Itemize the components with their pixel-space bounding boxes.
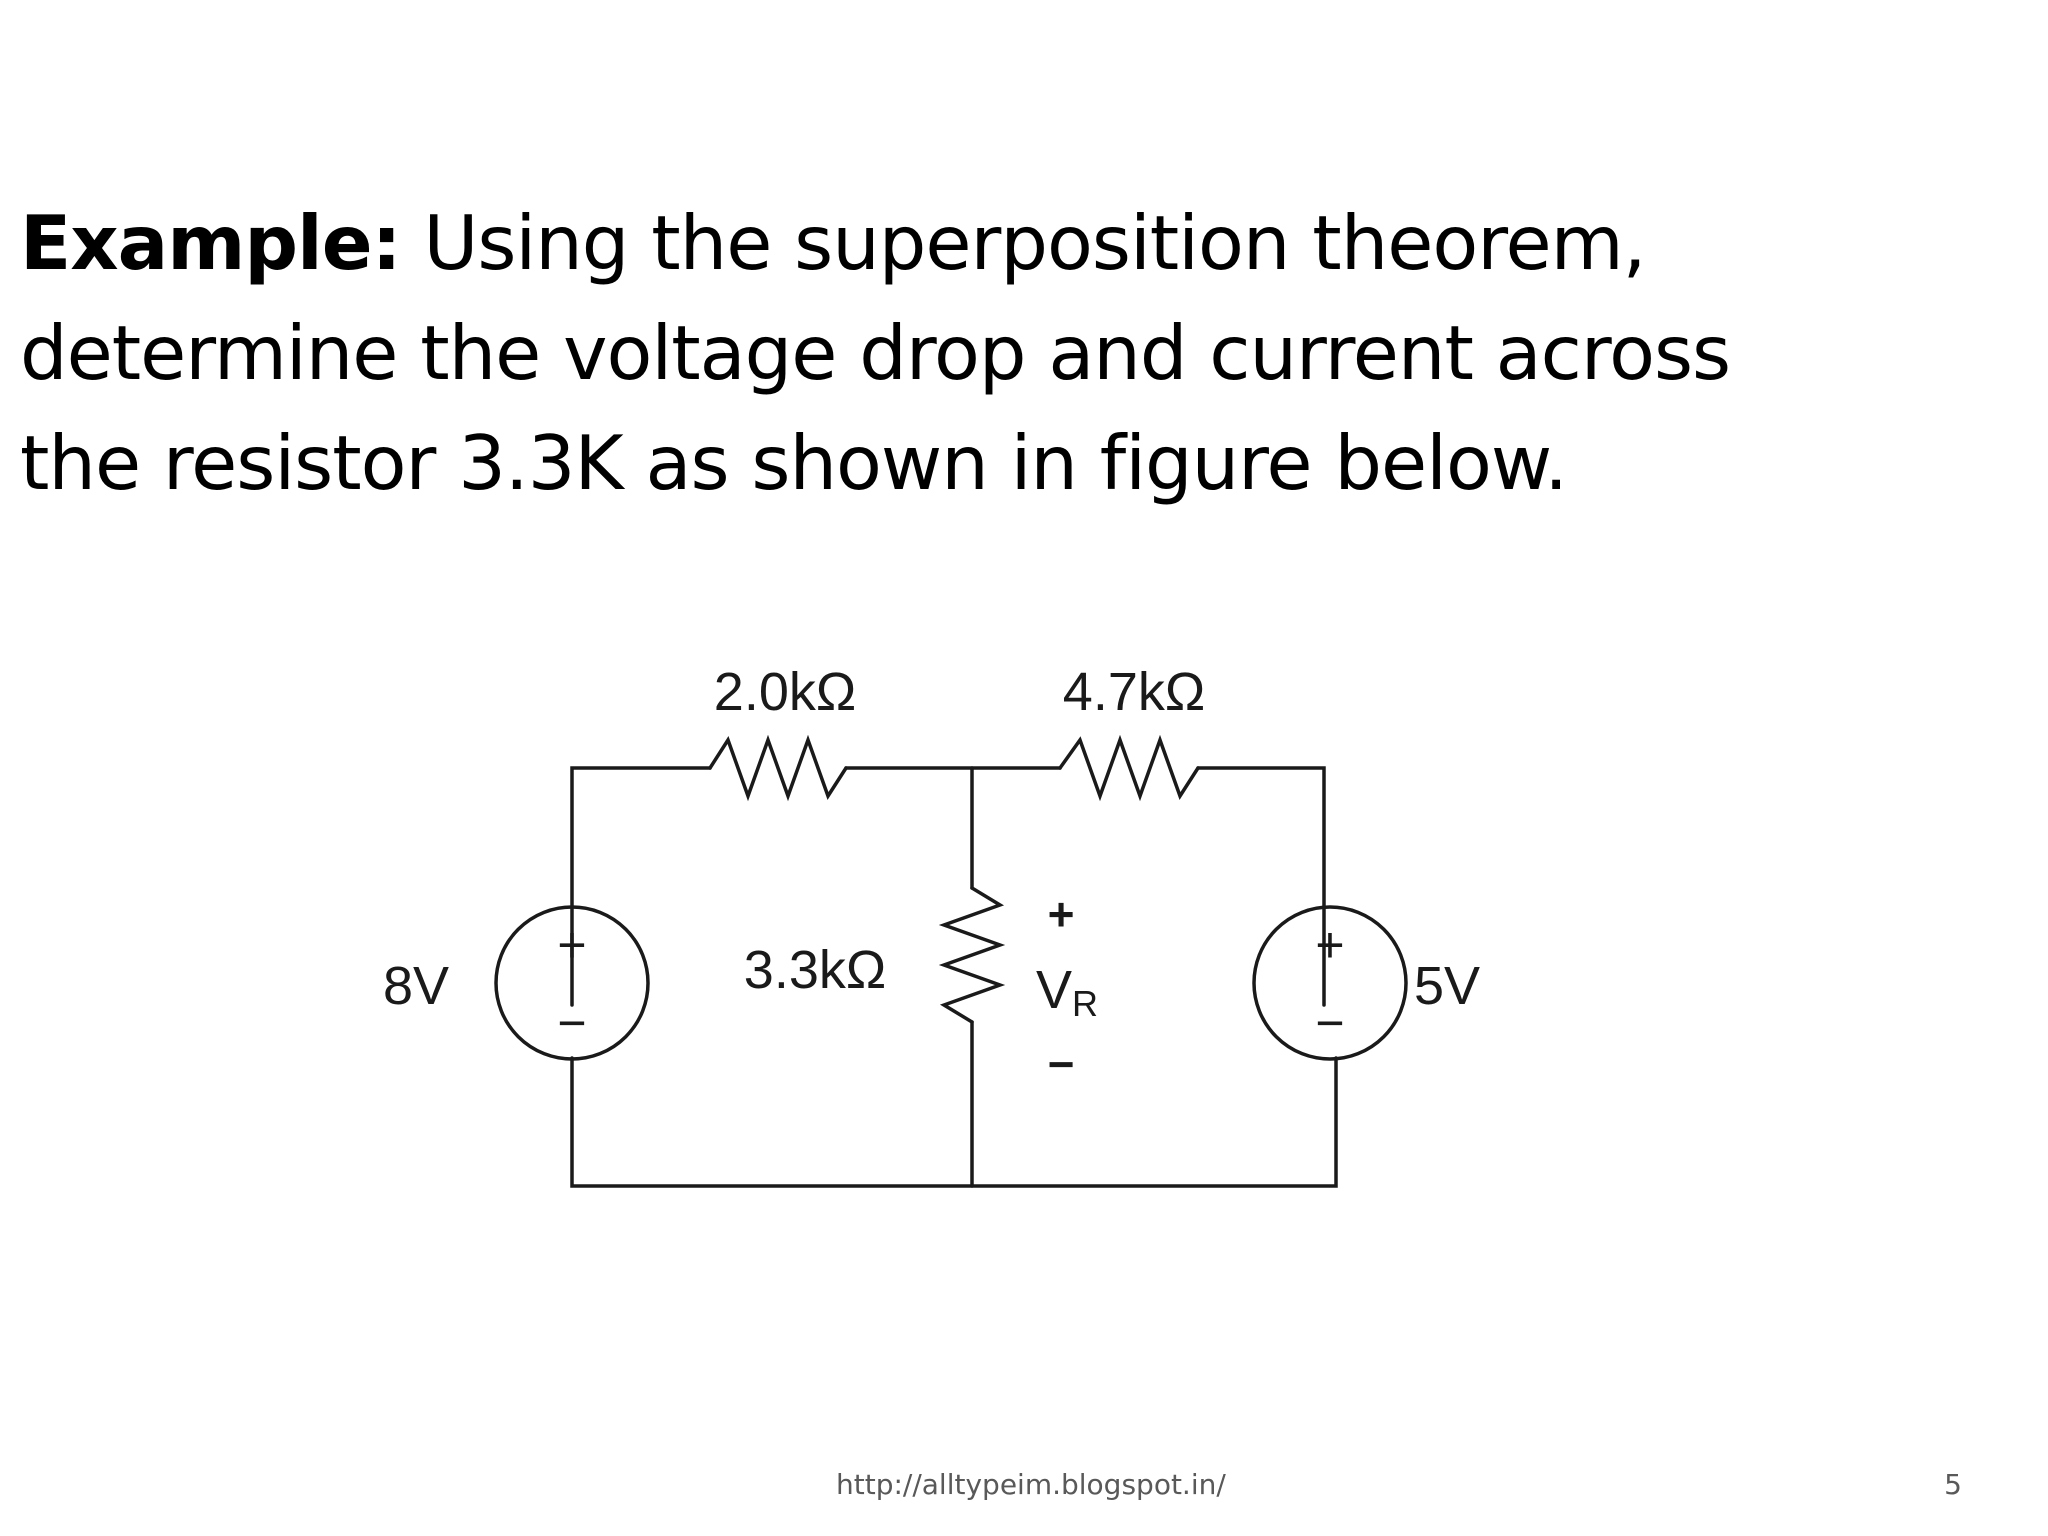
wire-left-top (570, 766, 712, 1007)
source-5v-minus: − (1315, 995, 1344, 1051)
source-8v-label: 8V (383, 956, 449, 1016)
wire-right-top (1196, 766, 1326, 1007)
problem-statement: Example: Using the superposition theorem… (20, 188, 2020, 518)
resistor-4-7k-label: 4.7kΩ (1063, 662, 1205, 722)
source-8v-symbol (494, 905, 650, 1061)
resistor-3-3k-label: 3.3kΩ (744, 940, 886, 1000)
problem-line-1: Using the superposition theorem, (400, 199, 1646, 287)
vr-label: VR (1036, 960, 1098, 1024)
footer-url: http://alltypeim.blogspot.in/ (836, 1468, 1226, 1501)
source-8v-minus: − (557, 995, 586, 1051)
source-5v-plus: + (1315, 917, 1344, 973)
resistor-3-3k-zigzag (938, 886, 1006, 1024)
problem-line-3: the resistor 3.3K as shown in figure bel… (20, 419, 1568, 507)
resistor-2k-label: 2.0kΩ (714, 662, 856, 722)
vr-label-main: V (1036, 960, 1072, 1020)
wire-left-bottom (570, 1056, 1338, 1188)
source-5v-symbol (1252, 905, 1408, 1061)
slide-number: 5 (1944, 1468, 1962, 1501)
example-label: Example: (20, 199, 402, 287)
vr-plus-sign: + (1048, 888, 1075, 940)
resistor-2k-zigzag (708, 734, 848, 802)
source-8v-plus: + (557, 917, 586, 973)
problem-line-2: determine the voltage drop and current a… (20, 309, 1731, 397)
vr-minus-sign: − (1048, 1038, 1075, 1090)
source-5v-label: 5V (1414, 956, 1480, 1016)
vr-label-subscript: R (1072, 983, 1098, 1024)
resistor-4-7k-zigzag (1058, 734, 1200, 802)
